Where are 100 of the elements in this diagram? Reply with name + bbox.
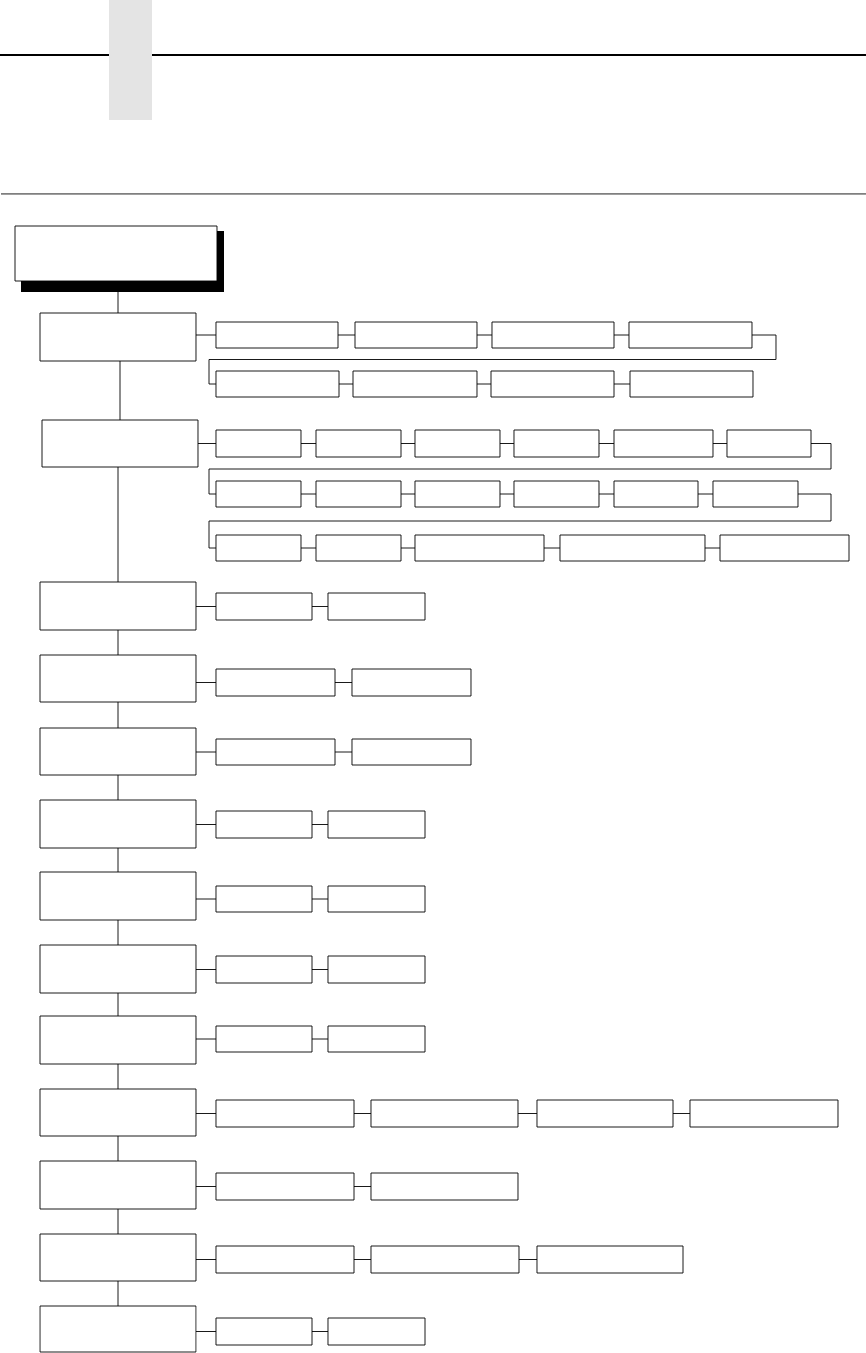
option-box bbox=[513, 480, 600, 508]
option-box bbox=[327, 885, 426, 913]
option-box bbox=[327, 1317, 426, 1346]
connector-line bbox=[195, 751, 217, 753]
connector-line bbox=[117, 701, 119, 729]
connector-line bbox=[117, 629, 119, 656]
level-box bbox=[39, 581, 197, 631]
option-box bbox=[352, 370, 478, 398]
connector-line bbox=[117, 847, 119, 873]
connector-line bbox=[195, 898, 217, 900]
option-box bbox=[215, 480, 302, 508]
level-box bbox=[39, 944, 197, 994]
option-box bbox=[215, 429, 302, 458]
option-box bbox=[215, 1025, 313, 1053]
connector-line bbox=[518, 1259, 538, 1260]
level-box bbox=[39, 727, 197, 776]
connector-line bbox=[476, 334, 493, 336]
option-box bbox=[628, 321, 753, 349]
level-box bbox=[39, 312, 197, 362]
connector-line bbox=[311, 606, 329, 607]
option-box bbox=[414, 429, 501, 458]
level-box bbox=[39, 871, 197, 921]
connector-line bbox=[117, 1063, 119, 1090]
option-box bbox=[215, 321, 339, 349]
option-box bbox=[327, 592, 426, 621]
option-box bbox=[215, 955, 313, 984]
connector-line bbox=[117, 1208, 119, 1235]
option-box bbox=[490, 370, 615, 398]
option-box bbox=[513, 429, 600, 458]
connector-line bbox=[117, 1280, 119, 1307]
connector-line bbox=[195, 824, 217, 825]
option-box bbox=[370, 1099, 519, 1128]
option-box bbox=[215, 885, 313, 913]
connector-line bbox=[117, 1135, 119, 1162]
option-box bbox=[215, 1099, 355, 1128]
connector-line bbox=[697, 493, 714, 495]
connector-line bbox=[400, 547, 416, 549]
connector-line bbox=[613, 334, 630, 336]
connector-line bbox=[338, 383, 354, 385]
level-box bbox=[41, 419, 199, 468]
connector-line bbox=[117, 291, 119, 314]
option-box bbox=[215, 810, 313, 839]
option-box bbox=[215, 738, 336, 766]
connector-line bbox=[311, 969, 329, 970]
level-box bbox=[39, 799, 197, 849]
option-box bbox=[629, 370, 754, 398]
connector-line bbox=[334, 682, 353, 683]
connector-line bbox=[712, 443, 728, 444]
connector-line bbox=[598, 493, 615, 495]
connector-line bbox=[208, 443, 832, 495]
option-box bbox=[536, 1245, 684, 1274]
connector-line bbox=[300, 493, 317, 495]
option-box bbox=[327, 955, 426, 984]
connector-line bbox=[195, 1186, 217, 1187]
connector-line bbox=[499, 443, 515, 444]
connector-line bbox=[311, 824, 329, 825]
connector-line bbox=[195, 969, 217, 970]
connector-line bbox=[337, 334, 356, 336]
connector-line bbox=[300, 547, 317, 549]
option-box bbox=[414, 534, 545, 562]
option-box bbox=[215, 534, 302, 562]
connector-line bbox=[476, 383, 492, 385]
connector-line bbox=[499, 493, 515, 495]
level-box bbox=[39, 654, 197, 703]
connector-line bbox=[197, 443, 217, 444]
option-box bbox=[215, 1172, 355, 1201]
connector-line bbox=[311, 898, 329, 900]
option-box bbox=[215, 668, 336, 697]
connector-line bbox=[543, 547, 561, 549]
connector-line bbox=[195, 682, 217, 683]
connector-line bbox=[400, 443, 416, 444]
connector-line bbox=[672, 1113, 691, 1114]
connector-line bbox=[195, 1113, 217, 1114]
option-box bbox=[315, 534, 402, 562]
option-box bbox=[491, 321, 615, 349]
connector-line bbox=[117, 992, 119, 1017]
connector-line bbox=[208, 493, 832, 549]
connector-line bbox=[195, 1259, 217, 1260]
option-box bbox=[215, 1245, 355, 1274]
connector-line bbox=[117, 466, 119, 583]
option-box bbox=[613, 480, 699, 508]
option-box bbox=[370, 1172, 519, 1201]
option-box bbox=[414, 480, 501, 508]
connector-line bbox=[311, 1331, 329, 1332]
level-box bbox=[39, 1088, 197, 1137]
option-box bbox=[726, 429, 812, 458]
connector-line bbox=[334, 751, 353, 753]
level-box bbox=[39, 1233, 197, 1282]
option-box bbox=[215, 1317, 313, 1346]
option-box bbox=[370, 1245, 520, 1274]
option-box bbox=[327, 810, 426, 839]
connector-line bbox=[613, 383, 631, 385]
option-box bbox=[719, 534, 850, 562]
connector-line bbox=[117, 919, 119, 946]
heading-box bbox=[14, 225, 224, 292]
option-box bbox=[559, 534, 706, 562]
connector-line bbox=[195, 1331, 217, 1332]
level-box bbox=[39, 1015, 197, 1065]
option-box bbox=[351, 668, 472, 697]
connector-line bbox=[195, 334, 217, 336]
